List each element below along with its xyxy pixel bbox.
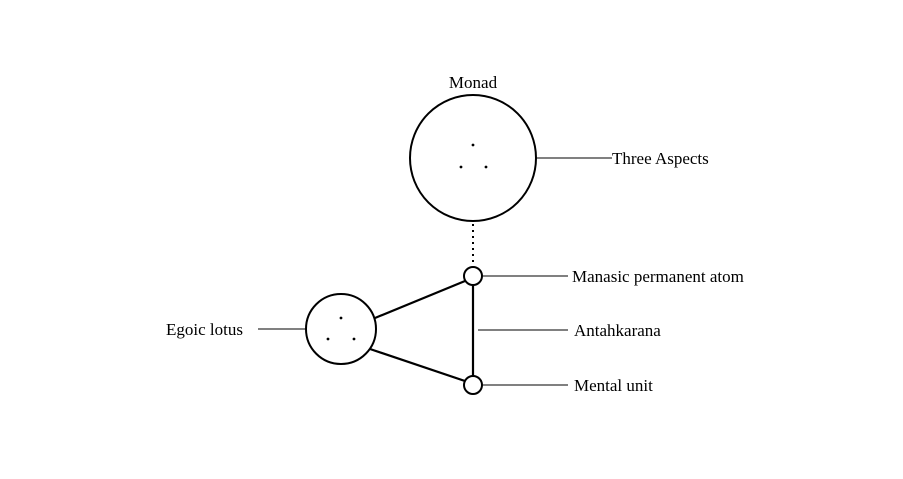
monad-label: Monad bbox=[449, 73, 498, 92]
mental-unit-circle bbox=[463, 375, 483, 395]
manasic-permanent-atom-label: Manasic permanent atom bbox=[572, 267, 744, 286]
mental-unit-label: Mental unit bbox=[574, 376, 653, 395]
egoic-to-manasic-line bbox=[374, 279, 466, 320]
three-aspects-label: Three Aspects bbox=[612, 149, 709, 168]
monad-three-dots bbox=[459, 143, 488, 169]
manasic-permanent-atom-circle bbox=[463, 266, 483, 286]
egoic-to-mental-unit-line bbox=[369, 347, 466, 383]
antahkarana-label: Antahkarana bbox=[574, 321, 661, 340]
egoic-lotus-label: Egoic lotus bbox=[166, 320, 243, 339]
egoic-lotus-three-dots bbox=[326, 316, 356, 341]
